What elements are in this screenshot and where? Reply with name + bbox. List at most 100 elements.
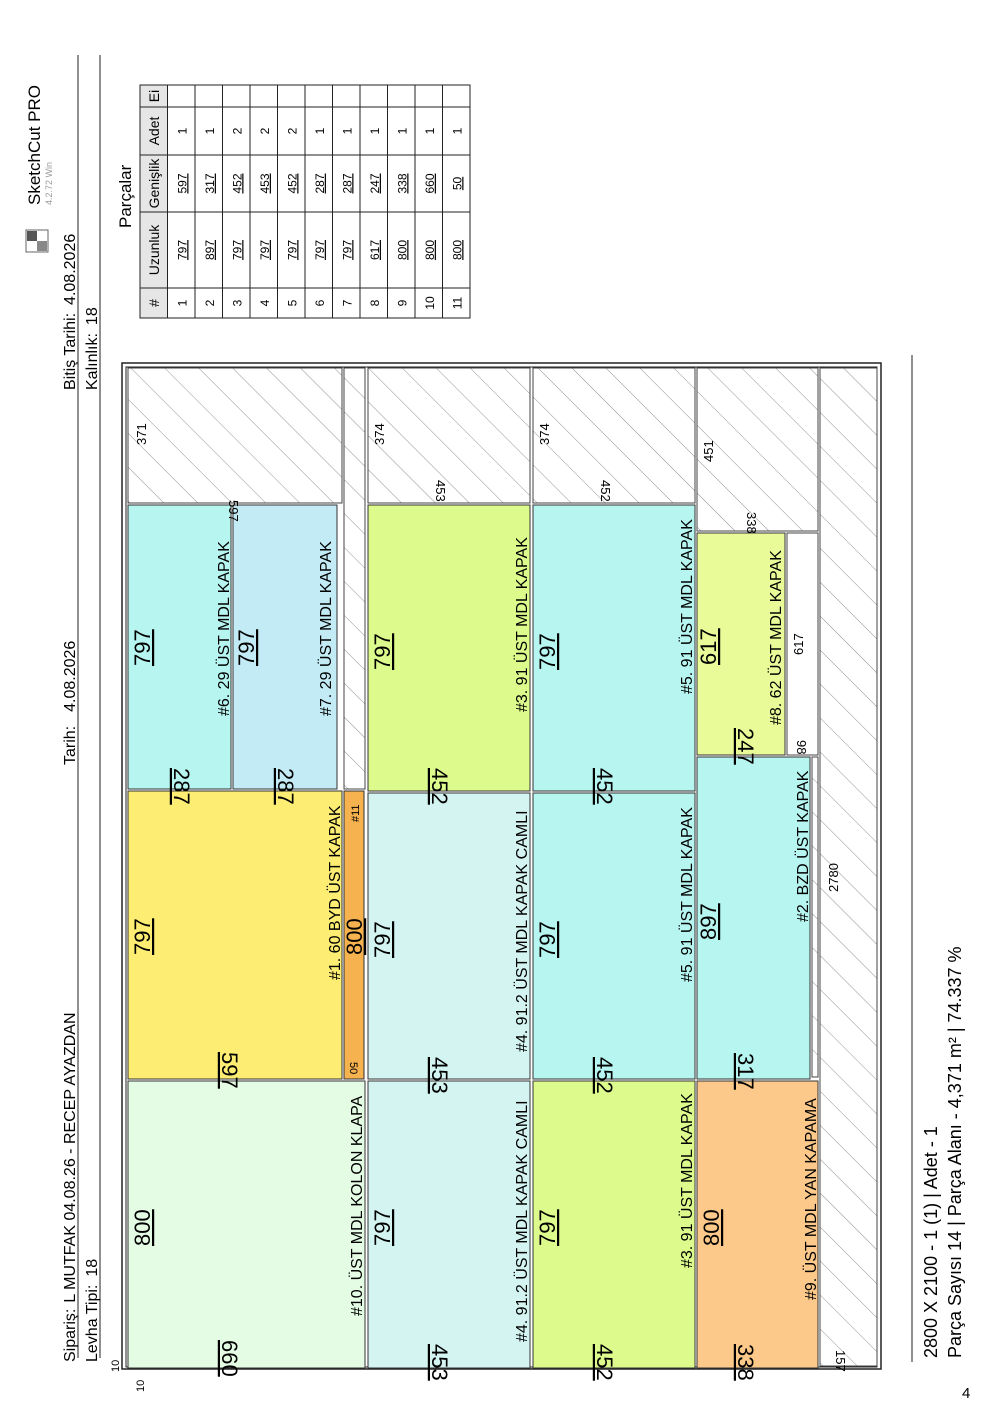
parts-table-cell-text: 247 [368,173,382,193]
parts-table-cell-text: 3 [230,299,244,306]
parts-table-cell-text: 11 [450,296,464,309]
piece-2[interactable] [696,756,811,1080]
waste-3-length: 374 [537,423,552,445]
parts-table-cell [222,287,251,319]
piece-3a-width: 452 [427,768,452,805]
parts-table-cell-text: 797 [285,240,299,260]
parts-table-cell [304,84,333,108]
parts-table-cell [194,154,223,213]
waste-4-width: 338 [744,512,759,534]
piece-1-length: 797 [130,918,155,955]
parts-table-cell-text: 452 [285,173,299,193]
parts-table-cell [222,84,251,108]
piece-5b-label: #5. 91 ÜST MDL KAPAK [678,519,696,694]
footer-line-2: Parça Sayısı 14 | Parça Alanı - 4,371 m²… [945,946,965,1358]
parts-table-cell [442,211,471,289]
piece-7[interactable] [232,504,338,790]
piece-2-width: 317 [733,1053,758,1090]
parts-table-cell-text: 897 [203,240,217,260]
piece-9-label: #9. ÜST MDL YAN KAPAMA [802,1098,820,1300]
parts-table-cell [222,211,251,289]
piece-11[interactable] [343,790,365,1080]
piece-4c-label: #4. 91.2 ÜST MDL KAPAK CAMLI [513,1100,531,1342]
piece-4a-width: 453 [427,1344,452,1381]
waste-5-length: 617 [791,633,806,655]
piece-8[interactable] [696,532,786,756]
sheet-type-line: Levha Tipi:18 [84,1259,101,1362]
piece-5a[interactable] [532,792,696,1080]
piece-3a-label: #3. 91 ÜST MDL KAPAK [513,537,531,712]
waste-bottom-label: 157 [833,1350,848,1372]
waste-2 [367,367,531,504]
piece-4b-width: 453 [427,1057,452,1094]
parts-table-cell-text: 2 [258,127,272,134]
parts-table-cell [359,211,388,289]
parts-table-header-text: Uzunluk [146,224,162,276]
waste-strip [343,367,366,790]
parts-table-cell [359,84,388,108]
parts-table-cell-text: 50 [450,177,464,191]
sheet-length-label: 2780 [826,863,841,892]
piece-4b[interactable] [367,792,531,1080]
parts-table-cell [249,84,278,108]
parts-table-cell-text: 1 [423,127,437,134]
parts-table-cell [442,106,471,156]
parts-table-cell-text: 797 [258,240,272,260]
piece-4a[interactable] [367,1080,531,1369]
order-line: Sipariş:L MUTFAK 04.08.26 - RECEP AYAZDA… [62,1012,79,1362]
piece-1-width: 597 [217,1052,242,1089]
parts-table-cell [442,84,471,108]
parts-table-cell [387,106,416,156]
piece-11-label: #11 [350,804,362,822]
piece-6-label: #6. 29 ÜST MDL KAPAK [215,541,233,716]
piece-7-width: 287 [273,768,298,805]
parts-table-cell-text: 338 [395,173,409,193]
piece-3a[interactable] [367,504,531,792]
piece-3b-length: 797 [535,1209,560,1246]
waste-2-width: 453 [433,480,448,502]
parts-table-cell [304,287,333,319]
waste-5 [786,532,819,756]
piece-5b-width: 452 [592,768,617,805]
parts-table-cell-text: 452 [230,173,244,193]
piece-4b-label: #4. 91.2 ÜST MDL KAPAK CAMLI [513,810,531,1052]
page-number: 4 [962,1385,970,1402]
waste-3 [532,367,696,504]
piece-10[interactable] [127,1080,366,1369]
piece-5b[interactable] [532,504,696,792]
parts-table-cell [194,287,223,319]
parts-table-cell-text: 6 [313,299,327,306]
piece-5a-label: #5. 91 ÜST MDL KAPAK [678,807,696,982]
piece-6[interactable] [127,504,232,790]
parts-table-cell-text: 797 [313,240,327,260]
piece-3b[interactable] [532,1080,696,1369]
waste-5-width: 98 [794,740,809,754]
piece-1[interactable] [127,790,343,1080]
parts-table-cell [194,211,223,289]
waste-2-length: 374 [372,423,387,445]
piece-9[interactable] [696,1080,819,1369]
parts-table-cell-text: 1 [175,127,189,134]
parts-table-cell-text: 597 [175,173,189,193]
waste-3-width: 452 [598,480,613,502]
end-date-line: Bitiş Tarihi:4.08.2026 [62,234,79,390]
parts-table-header-text: Genişlik [146,158,162,209]
piece-5b-length: 797 [535,633,560,670]
parts-table-cell-text: 1 [395,127,409,134]
parts-table-cell [442,154,471,213]
waste-1-width: 597 [226,500,241,522]
parts-table-cell-text: 453 [258,173,272,193]
parts-table-cell [332,154,361,213]
piece-7-label: #7. 29 ÜST MDL KAPAK [317,541,335,716]
piece-4a-length: 797 [370,1209,395,1246]
app-version: 4.2.72 Win [44,162,54,205]
date-line: Tarih:4.08.2026 [62,641,79,765]
parts-table-cell-text: 287 [313,173,327,193]
parts-table-cell-text: 800 [395,240,409,260]
parts-table-cell [304,154,333,213]
piece-9-width: 338 [733,1344,758,1381]
piece-10-length: 800 [130,1209,155,1246]
piece-5a-width: 452 [592,1057,617,1094]
parts-table-cell-text: 797 [175,240,189,260]
